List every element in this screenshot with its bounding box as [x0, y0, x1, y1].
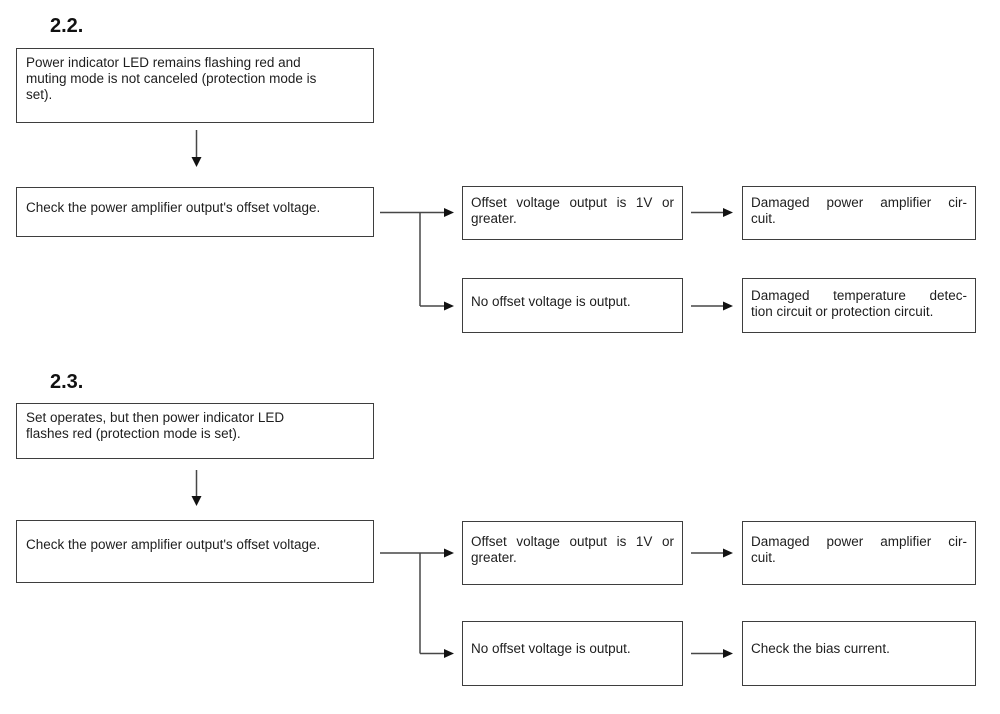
- box-action-2-3: Check the power amplifier output's offse…: [16, 520, 374, 583]
- box-text-line: Offset voltage output is 1V or: [471, 534, 674, 549]
- box-result-2-3-2: Check the bias current.: [742, 621, 976, 686]
- box-text-line: Check the power amplifier output's offse…: [26, 199, 321, 215]
- section-heading-2-3: 2.3.: [50, 371, 84, 393]
- box-text-line: Power indicator LED remains flashing red…: [26, 55, 301, 70]
- box-result-2-3-1: Damaged power amplifier cir- cuit.: [742, 521, 976, 585]
- box-text-line: No offset voltage is output.: [471, 293, 631, 309]
- box-text-line: Damaged power amplifier cir-: [751, 534, 967, 549]
- box-symptom-2-3: Set operates, but then power indicator L…: [16, 403, 374, 459]
- box-text-line: greater.: [471, 550, 517, 565]
- down-arrow-2-3: [191, 470, 202, 506]
- box-condition-2-3-2: No offset voltage is output.: [462, 621, 683, 686]
- branch-connector-2-3: [380, 548, 454, 658]
- box-text-line: cuit.: [751, 211, 776, 226]
- box-text-line: flashes red (protection mode is set).: [26, 426, 241, 441]
- box-text-line: greater.: [471, 211, 517, 226]
- box-text-line: muting mode is not canceled (protection …: [26, 71, 317, 86]
- box-text-line: tion circuit or protection circuit.: [751, 303, 934, 319]
- box-text-line: cuit.: [751, 550, 776, 565]
- box-text-line: set).: [26, 87, 53, 102]
- section-heading-2-2: 2.2.: [50, 15, 84, 37]
- box-text-line: Set operates, but then power indicator L…: [26, 410, 285, 425]
- result-arrow-2-3-1: [691, 548, 733, 558]
- box-condition-2-2-2: No offset voltage is output.: [462, 278, 683, 333]
- box-action-2-2: Check the power amplifier output's offse…: [16, 187, 374, 237]
- box-text-line: Check the bias current.: [751, 640, 890, 656]
- box-text-line: Damaged temperature detec-: [751, 287, 967, 303]
- box-text-line: Check the power amplifier output's offse…: [26, 536, 321, 552]
- box-condition-2-3-1: Offset voltage output is 1V or greater.: [462, 521, 683, 585]
- box-result-2-2-1: Damaged power amplifier cir- cuit.: [742, 186, 976, 240]
- box-symptom-2-2: Power indicator LED remains flashing red…: [16, 48, 374, 123]
- result-arrow-2-3-2: [691, 649, 733, 658]
- result-arrow-2-2-2: [691, 301, 733, 311]
- box-result-2-2-2: Damaged temperature detec- tion circuit …: [742, 278, 976, 333]
- branch-connector-2-2: [380, 208, 454, 311]
- box-text-line: Damaged power amplifier cir-: [751, 195, 967, 210]
- box-text-line: No offset voltage is output.: [471, 640, 631, 656]
- down-arrow-2-2: [191, 130, 202, 167]
- result-arrow-2-2-1: [691, 208, 733, 217]
- box-condition-2-2-1: Offset voltage output is 1V or greater.: [462, 186, 683, 240]
- box-text-line: Offset voltage output is 1V or: [471, 195, 674, 210]
